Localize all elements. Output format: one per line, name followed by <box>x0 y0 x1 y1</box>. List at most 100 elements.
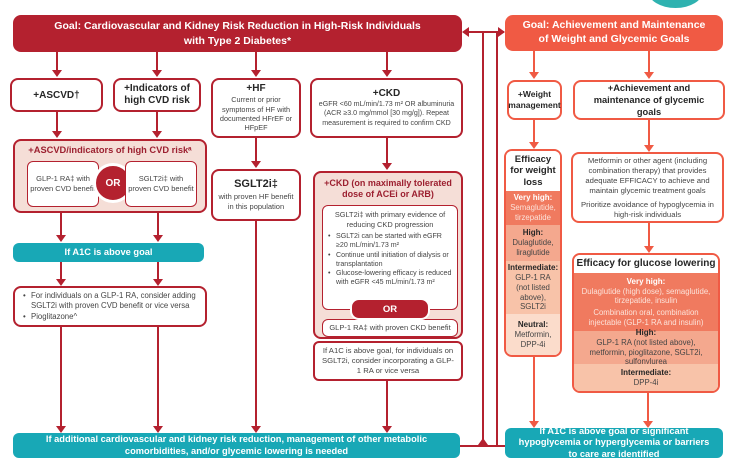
glucose-lowering-efficacy-box: Efficacy for glucose lowering Very high:… <box>572 253 720 393</box>
flow-line <box>60 262 62 280</box>
flow-arrow-down <box>644 145 654 152</box>
ascvd-title: +ASCVD† <box>33 89 80 101</box>
or-circle-text: OR <box>105 177 121 189</box>
consideration-item: Pioglitazone^ <box>23 312 197 322</box>
flow-arrow-down <box>529 142 539 149</box>
or-pill: OR <box>350 298 430 320</box>
a1c-ckd-note-text: If A1C is above goal, for individuals on… <box>322 346 454 375</box>
hf-box: +HF Current or prior symptoms of HF with… <box>211 78 301 138</box>
weight-management-box: +Weight management <box>507 80 562 120</box>
sglt2-hf-body: with proven HF benefit in this populatio… <box>218 192 294 211</box>
flow-arrow-down <box>153 279 163 286</box>
feedback-line-vertical <box>482 32 484 446</box>
ckd-bullet: Glucose-lowering efficacy is reduced wit… <box>328 269 452 287</box>
or-pill-text: OR <box>382 303 398 315</box>
flow-arrow-down <box>52 131 62 138</box>
sglt2-hf-benefit-box: SGLT2i‡ with proven HF benefit in this p… <box>211 169 301 221</box>
ascvd-box: +ASCVD† <box>10 78 103 112</box>
glp1-cvd-box: GLP-1 RA‡ with proven CVD benefit <box>27 161 99 207</box>
bottom-banner-right-text: If A1C is above goal or significant hypo… <box>518 425 710 459</box>
ckd-title: +CKD <box>372 88 401 100</box>
flow-arrow-down <box>644 72 654 79</box>
section-label: Very high: <box>513 193 553 203</box>
ckd-box: +CKD eGFR <60 mL/min/1.73 m² OR albuminu… <box>310 78 463 138</box>
flow-arrow-down <box>644 246 654 253</box>
section-label: Very high: <box>626 276 666 286</box>
glucose-efficacy-very-high: Very high: Dulaglutide (high dose), sema… <box>574 273 718 331</box>
flow-line <box>648 223 650 247</box>
section-body: GLP-1 RA (not listed above), metformin, … <box>589 337 703 367</box>
sglt2-cvd-box: SGLT2i‡ with proven CVD benefit <box>125 161 197 207</box>
bottom-banner-left: If additional cardiovascular and kidney … <box>13 433 460 458</box>
sglt2-cvd-text: SGLT2i‡ with proven CVD benefit <box>128 174 194 193</box>
weight-efficacy-high: High: Dulaglutide, liraglutide <box>506 225 560 262</box>
ckd-panel-header: +CKD (on maximally tolerated dose of ACE… <box>324 178 452 200</box>
hf-title: +HF <box>246 83 266 95</box>
flow-line <box>386 138 388 164</box>
flow-arrow-down <box>56 279 66 286</box>
section-label: Intermediate: <box>507 263 559 273</box>
metformin-agent-p1: Metformin or other agent (including comb… <box>585 155 710 195</box>
flow-line <box>533 357 535 422</box>
section-body: Semaglutide, tirzepatide <box>510 203 556 222</box>
flow-line <box>386 52 388 71</box>
flow-line <box>647 392 649 422</box>
ckd-body: eGFR <60 mL/min/1.73 m² OR albuminuria (… <box>318 100 455 127</box>
section-label: Neutral: <box>517 319 549 329</box>
section-body: GLP-1 RA (not listed above), SGLT2i <box>515 273 551 312</box>
flow-line <box>60 327 62 427</box>
glp1-ckd-box: GLP-1 RA‡ with proven CKD benefit <box>322 319 458 337</box>
feedback-arrow-right <box>498 27 505 37</box>
feedback-line-vertical <box>496 32 498 446</box>
flow-line <box>533 120 535 143</box>
indicators-high-cvd-risk-box: +Indicators of high CVD risk <box>113 78 201 112</box>
weight-loss-efficacy-title: Efficacy for weight loss <box>506 151 560 191</box>
flow-arrow-down <box>529 421 539 428</box>
section-label: High: <box>635 327 657 337</box>
flow-line <box>157 262 159 280</box>
flow-arrow-down <box>382 163 392 170</box>
flow-arrow-down <box>382 70 392 77</box>
section-body: Dulaglutide (high dose), semaglutide, ti… <box>581 286 711 306</box>
section-body: DPP-4i <box>633 377 659 387</box>
flow-line <box>386 381 388 427</box>
flow-arrow-down <box>152 131 162 138</box>
feedback-arrow-left <box>462 27 469 37</box>
flow-line <box>156 112 158 132</box>
logo-ellipse <box>648 0 703 8</box>
flow-arrow-down <box>251 161 261 168</box>
flow-line <box>533 51 535 73</box>
flow-arrow-down <box>152 70 162 77</box>
flow-line <box>255 221 257 427</box>
weight-efficacy-intermediate: Intermediate: GLP-1 RA (not listed above… <box>506 261 560 315</box>
flow-arrow-down <box>251 426 261 433</box>
section-label: High: <box>522 228 544 238</box>
feedback-line-bottom <box>458 445 506 447</box>
hf-body: Current or prior symptoms of HF with doc… <box>219 95 293 133</box>
goal-banner-weight-glycemic: Goal: Achievement and Maintenance of Wei… <box>505 15 723 51</box>
section-body: Dulaglutide, liraglutide <box>512 238 554 258</box>
a1c-ckd-note-box: If A1C is above goal, for individuals on… <box>313 341 463 381</box>
glucose-efficacy-high: High: GLP-1 RA (not listed above), metfo… <box>574 327 718 367</box>
glp1-cvd-text: GLP-1 RA‡ with proven CVD benefit <box>30 174 96 193</box>
flow-line <box>157 213 159 236</box>
flow-line <box>255 52 257 71</box>
weight-loss-efficacy-box: Efficacy for weight loss Very high: Sema… <box>504 149 562 357</box>
flow-arrow-down <box>382 426 392 433</box>
ckd-bullet: SGLT2i can be started with eGFR ≥20 mL/m… <box>328 232 452 250</box>
flow-line <box>648 120 650 146</box>
flow-arrow-down <box>153 426 163 433</box>
consideration-item: For individuals on a GLP-1 RA, consider … <box>23 291 197 311</box>
flow-line <box>255 138 257 162</box>
flow-line <box>56 112 58 132</box>
section-label: Intermediate: <box>620 367 672 377</box>
ascvd-merged-panel: +ASCVD/indicators of high CVD riskᵃ GLP-… <box>13 139 207 213</box>
metformin-agent-box: Metformin or other agent (including comb… <box>571 152 724 223</box>
metformin-agent-p2: Prioritize avoidance of hypoglycemia in … <box>581 199 714 219</box>
flow-arrow-down <box>643 421 653 428</box>
flow-arrow-down <box>56 235 66 242</box>
weight-efficacy-very-high: Very high: Semaglutide, tirzepatide <box>506 190 560 226</box>
goal-banner-cv-kidney: Goal: Cardiovascular and Kidney Risk Red… <box>13 15 462 52</box>
bottom-banner-right: If A1C is above goal or significant hypo… <box>505 425 723 459</box>
a1c-above-goal-bar: If A1C is above goal <box>13 243 204 262</box>
